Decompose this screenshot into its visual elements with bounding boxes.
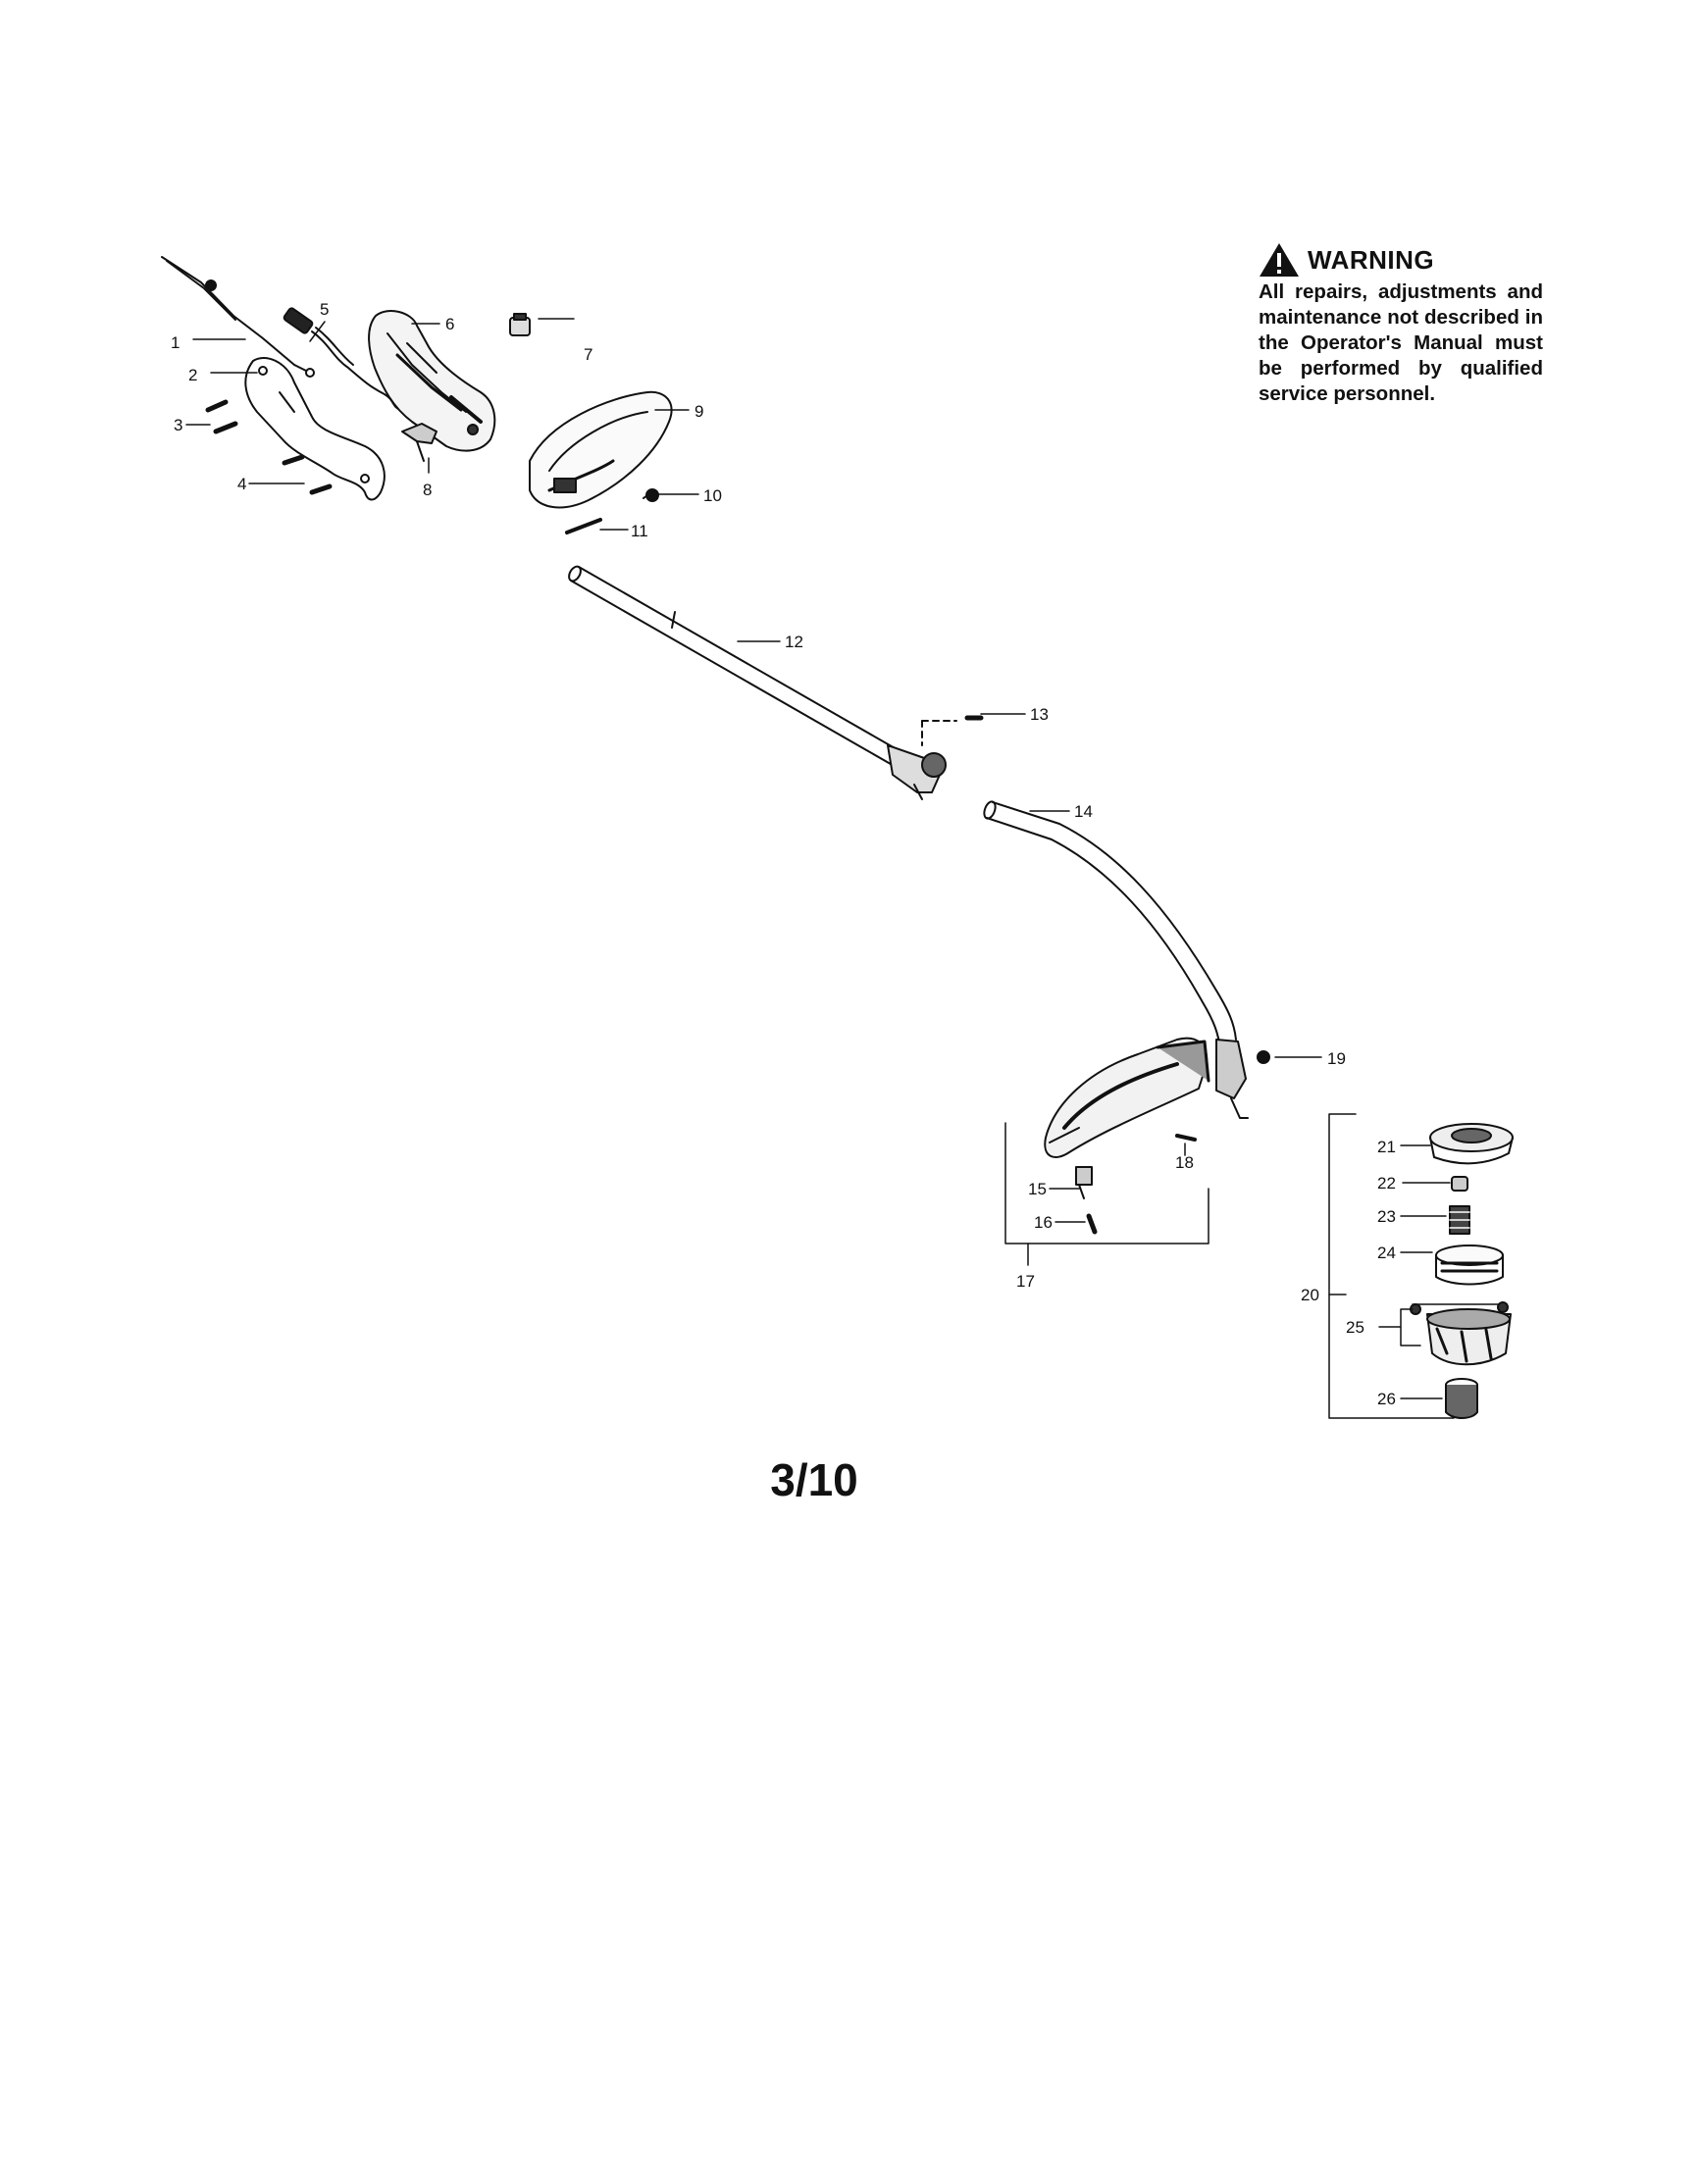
lower-curved-shaft-part xyxy=(983,800,1249,1119)
screws-3-part xyxy=(205,399,238,434)
part-label-7: 7 xyxy=(584,345,593,364)
part-label-25: 25 xyxy=(1346,1318,1364,1337)
switch-part xyxy=(509,313,531,336)
warning-triangle-icon xyxy=(1260,243,1299,277)
part-label-24: 24 xyxy=(1377,1244,1396,1262)
part-label-5: 5 xyxy=(320,300,330,319)
part-label-4: 4 xyxy=(237,475,247,493)
screw-18-part xyxy=(1175,1134,1197,1142)
part-label-6: 6 xyxy=(445,315,455,333)
knob-13-part xyxy=(921,715,984,746)
part-label-14: 14 xyxy=(1074,802,1093,821)
part-label-23: 23 xyxy=(1377,1207,1396,1226)
warning-heading: WARNING xyxy=(1308,244,1435,275)
screw-16-part xyxy=(1086,1213,1098,1235)
upper-shaft-part xyxy=(568,565,947,800)
part-label-2: 2 xyxy=(188,366,198,384)
spool-housing-21-part xyxy=(1429,1123,1514,1165)
bolt-11-part xyxy=(565,518,602,534)
part-label-15: 15 xyxy=(1028,1180,1047,1198)
eyelet-22-part xyxy=(1451,1176,1468,1192)
part-label-17: 17 xyxy=(1016,1272,1035,1291)
warning-body-text: All repairs, adjustments and maintenance… xyxy=(1259,280,1543,405)
spool-24-part xyxy=(1435,1244,1504,1286)
part-label-20: 20 xyxy=(1301,1286,1319,1304)
cover-25-part xyxy=(1410,1301,1512,1366)
throttle-trigger-part xyxy=(401,423,437,462)
part-label-1: 1 xyxy=(171,333,180,352)
line-cutter-15-part xyxy=(1075,1166,1093,1199)
part-label-12: 12 xyxy=(785,633,803,651)
throttle-cable-part xyxy=(161,256,315,378)
part-label-13: 13 xyxy=(1030,705,1049,724)
handle-housing-right-part xyxy=(368,310,496,452)
part-label-19: 19 xyxy=(1327,1049,1346,1068)
deflector-guard-part xyxy=(1044,1037,1210,1158)
group-bracket-17 xyxy=(1004,1122,1209,1266)
part-label-26: 26 xyxy=(1377,1390,1396,1408)
page-number: 3/10 xyxy=(770,1454,858,1505)
part-label-3: 3 xyxy=(174,416,183,434)
part-label-11: 11 xyxy=(631,522,648,540)
warning-notice: WARNING All repairs, adjustments and mai… xyxy=(1259,242,1543,407)
warning-heading-row: WARNING xyxy=(1259,242,1543,278)
screw-10-part xyxy=(643,488,659,502)
leader-lines xyxy=(185,318,1500,1399)
part-label-22: 22 xyxy=(1377,1174,1396,1193)
bump-knob-26-part xyxy=(1445,1378,1478,1419)
group-bracket-20 xyxy=(1328,1113,1455,1419)
screw-19-part xyxy=(1257,1050,1270,1064)
part-label-10: 10 xyxy=(703,486,722,505)
part-label-21: 21 xyxy=(1377,1138,1396,1156)
spring-23-part xyxy=(1449,1205,1470,1235)
guard-shield-upper-part xyxy=(529,390,673,509)
part-label-8: 8 xyxy=(423,481,433,499)
handle-housing-left-part xyxy=(244,356,386,501)
part-label-16: 16 xyxy=(1034,1213,1053,1232)
part-label-18: 18 xyxy=(1175,1153,1194,1172)
screws-4-part xyxy=(282,454,333,495)
part-label-9: 9 xyxy=(695,402,704,421)
